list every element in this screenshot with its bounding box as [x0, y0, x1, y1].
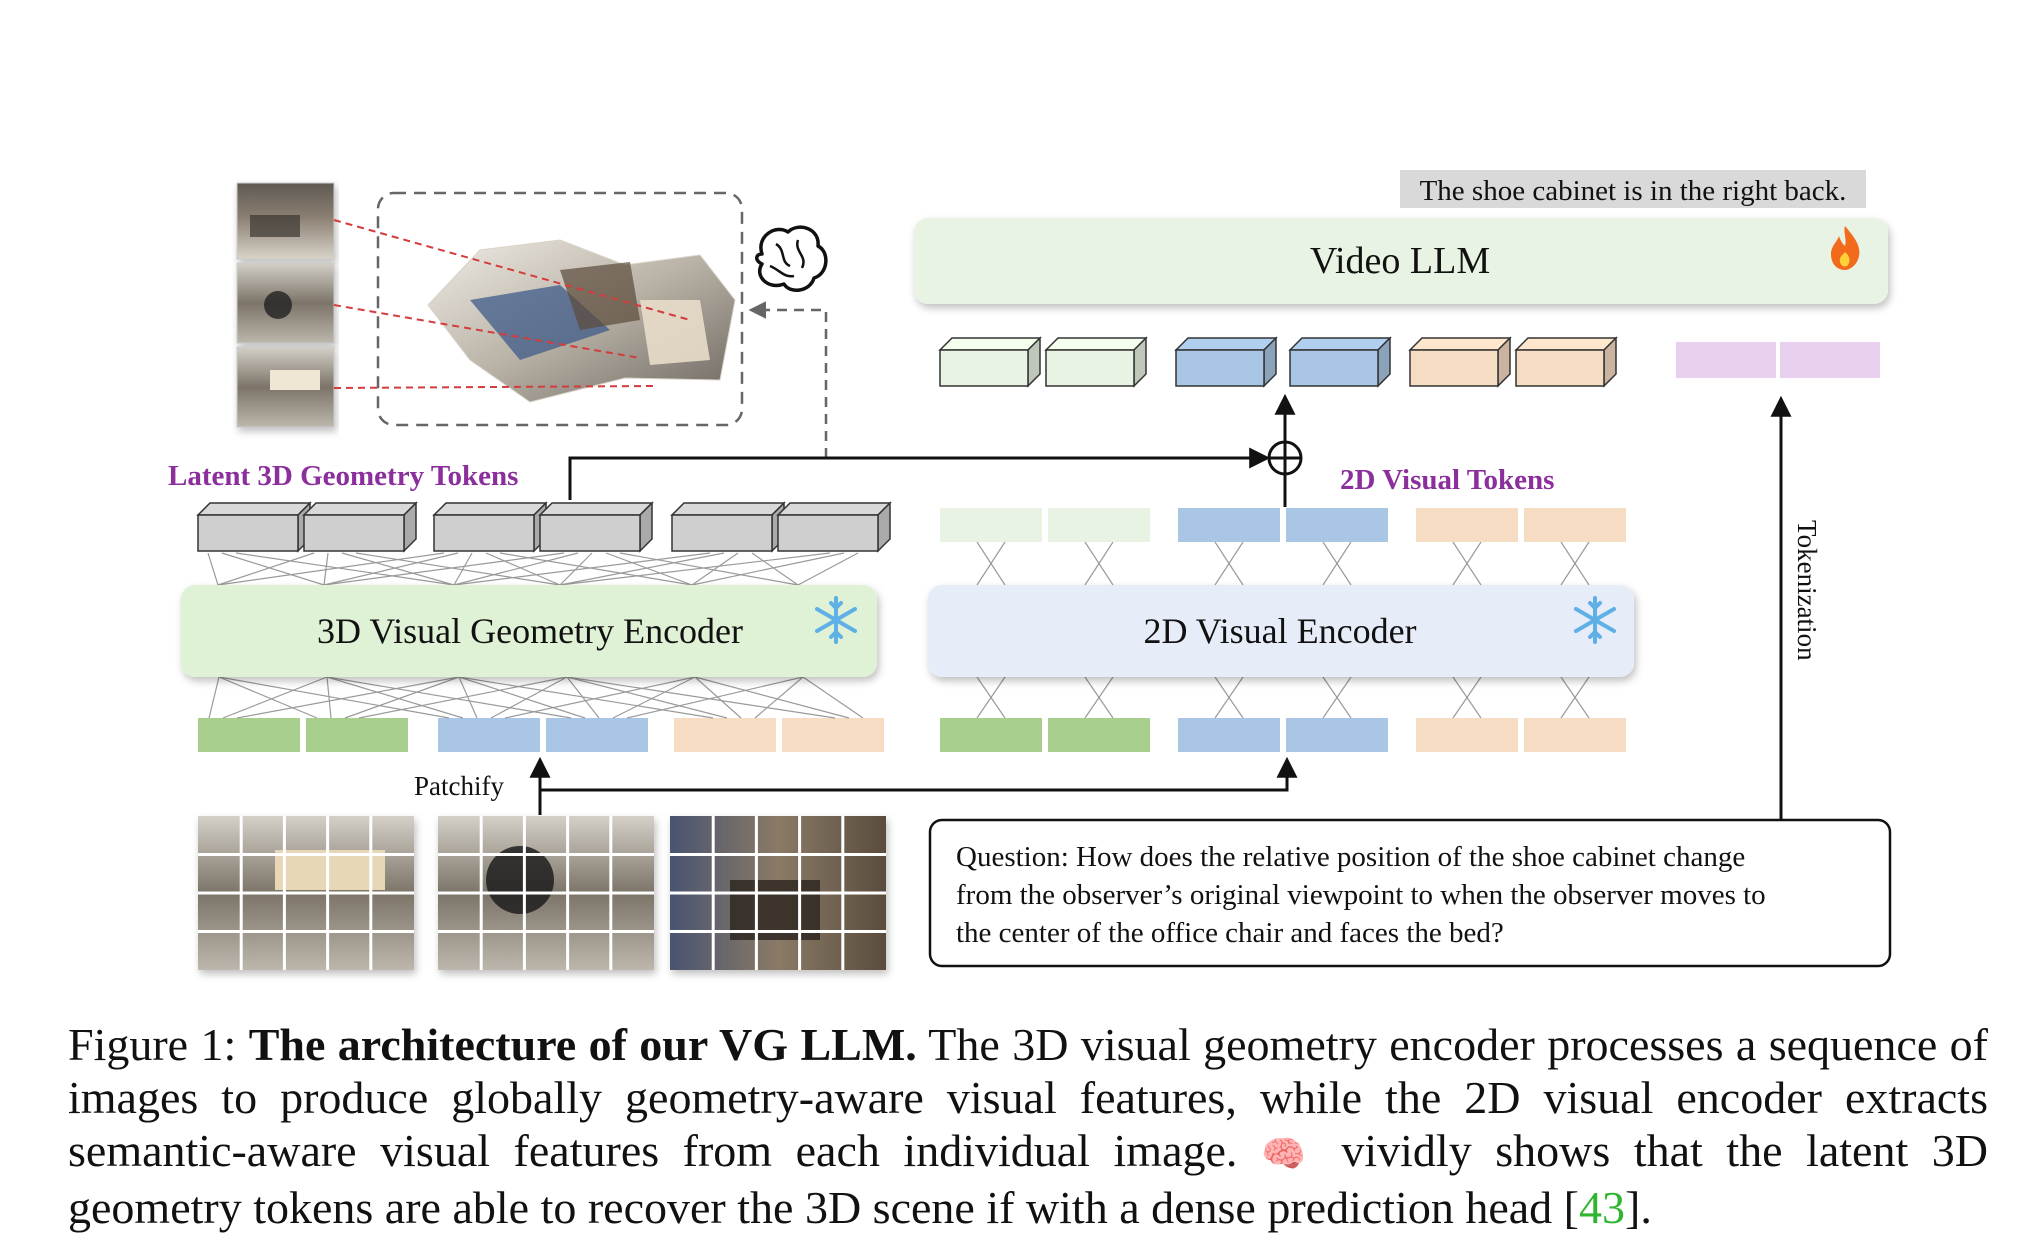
geometry-token [776, 501, 892, 553]
question-line-2: from the observer’s original viewpoint t… [956, 879, 1766, 911]
geometry-to-fusion-arrow [568, 447, 1271, 500]
correspondence-lines [333, 219, 691, 389]
patch-token [1048, 718, 1150, 752]
patch-token [782, 718, 884, 752]
flat-token-rows [198, 508, 1626, 752]
llm-token [1174, 336, 1278, 388]
patchify-label: Patchify [414, 771, 504, 801]
patch-grid-lines [198, 816, 886, 970]
visual-token [1416, 508, 1518, 542]
question-box [928, 818, 1892, 968]
patch-token [1416, 718, 1518, 752]
patchify-to-2d-arrow [540, 756, 1298, 792]
llm-token [1044, 336, 1148, 388]
text-token [1676, 342, 1776, 378]
caption-sentence-2: vividly shows that the latent 3D geometr… [68, 1125, 1989, 1233]
fire-icon [1831, 226, 1860, 270]
output-text-highlight [1400, 170, 1866, 208]
output-text: The shoe cabinet is in the right back. [1420, 175, 1847, 207]
latent-3d-geometry-tokens-label: Latent 3D Geometry Tokens [168, 460, 518, 492]
input-view-thumbnails [236, 182, 335, 428]
caption-suffix: ]. [1625, 1182, 1652, 1233]
patch-token [674, 718, 776, 752]
visual-token [1286, 508, 1388, 542]
patch-token [438, 718, 540, 752]
llm-token [1408, 336, 1512, 388]
snowflake-icon [1574, 596, 1616, 644]
reconstruction-panel [376, 191, 744, 427]
figure-caption: Figure 1: The architecture of our VG LLM… [68, 1018, 1988, 1234]
patch-token [306, 718, 408, 752]
llm-token [1288, 336, 1392, 388]
reconstruction-arrow [748, 301, 828, 458]
patch-token [198, 718, 300, 752]
llm-token [1514, 336, 1618, 388]
geometry-token [670, 501, 786, 553]
visual-token [1048, 508, 1150, 542]
geometry-token [302, 501, 418, 553]
llm-input-tokens [938, 336, 1880, 388]
geometry-token [538, 501, 654, 553]
visual-token [1524, 508, 1626, 542]
patch-token [1178, 718, 1280, 752]
patch-token [546, 718, 648, 752]
geometry-token [432, 501, 548, 553]
patch-token [1524, 718, 1626, 752]
tokenization-label: Tokenization [1792, 520, 1822, 661]
brain-icon [755, 225, 828, 292]
2d-visual-encoder-box [928, 585, 1634, 677]
question-line-1: Question: How does the relative position… [956, 841, 1745, 873]
video-llm-box [914, 218, 1888, 304]
3d-geometry-encoder-label: 3D Visual Geometry Encoder [317, 611, 743, 651]
citation-link[interactable]: 43 [1579, 1182, 1625, 1233]
question-line-3: the center of the office chair and faces… [956, 917, 1504, 949]
caption-title: The architecture of our VG LLM. [248, 1019, 917, 1070]
video-llm-label: Video LLM [1310, 240, 1490, 282]
llm-token [938, 336, 1042, 388]
caption-prefix: Figure 1: [68, 1019, 249, 1070]
3d-geometry-encoder-box [181, 585, 877, 677]
2d-visual-encoder-label: 2D Visual Encoder [1143, 611, 1416, 651]
architecture-figure: The shoe cabinet is in the right back. V… [168, 170, 1892, 970]
text-token [1780, 342, 1880, 378]
caption-sentence-1: The 3D visual geometry encoder processes… [68, 1019, 1988, 1176]
patch-token [940, 718, 1042, 752]
add-circle-icon [1267, 440, 1303, 476]
visual-token [940, 508, 1042, 542]
geometry-token [196, 501, 312, 553]
patch-token [1286, 718, 1388, 752]
visual-token [1178, 508, 1280, 542]
latent-3d-geometry-tokens [196, 501, 892, 553]
encoder-connections [207, 541, 1590, 719]
brain-icon: 🧠 [1260, 1134, 1318, 1174]
2d-visual-tokens-label: 2D Visual Tokens [1340, 464, 1554, 496]
input-images [198, 816, 886, 970]
snowflake-icon [815, 596, 857, 644]
